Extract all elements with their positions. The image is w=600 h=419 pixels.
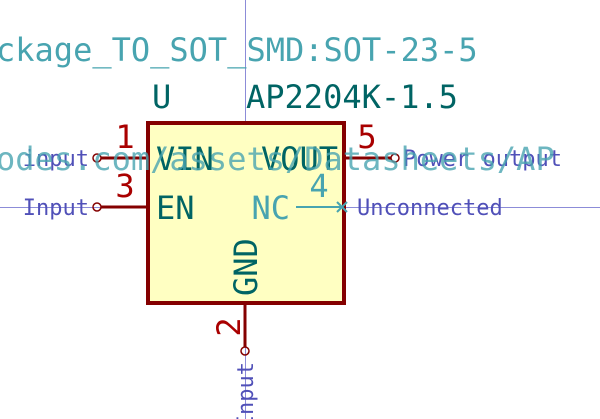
pin-vin-name: VIN [156,140,214,178]
pin-en-type: Input [23,196,89,221]
pin-vout-number: 5 [357,118,376,156]
reference-field: U [152,78,171,116]
no-connect-x-icon [336,201,348,213]
pin-gnd-type: Input [234,362,259,419]
footprint-field: ckage_TO_SOT_SMD:SOT-23-5 [0,31,478,69]
value-field: AP2204K-1.5 [246,78,458,116]
pin-nc-name: NC [251,189,290,227]
pin-en-number: 3 [115,167,134,205]
pin-vin-type: input [23,147,89,172]
pin-vout-type: Power output [403,147,562,172]
pin-gnd-number: 2 [210,317,248,336]
pin-en-name: EN [156,189,195,227]
pin-vin-number: 1 [115,118,134,156]
symbol-body[interactable] [146,121,346,305]
pin-gnd-end-marker [240,346,250,356]
pin-en-end-marker [92,202,102,212]
pin-gnd-name: GND [227,238,265,296]
pin-nc-number: 4 [309,167,328,205]
pin-nc-type: Unconnected [357,196,503,221]
pin-vin-end-marker [92,153,102,163]
datasheet-field: odes.com/assets/Datasheets/AP [0,140,555,178]
pin-vout-name: VOUT [261,140,338,178]
pin-vout-end-marker [390,153,400,163]
